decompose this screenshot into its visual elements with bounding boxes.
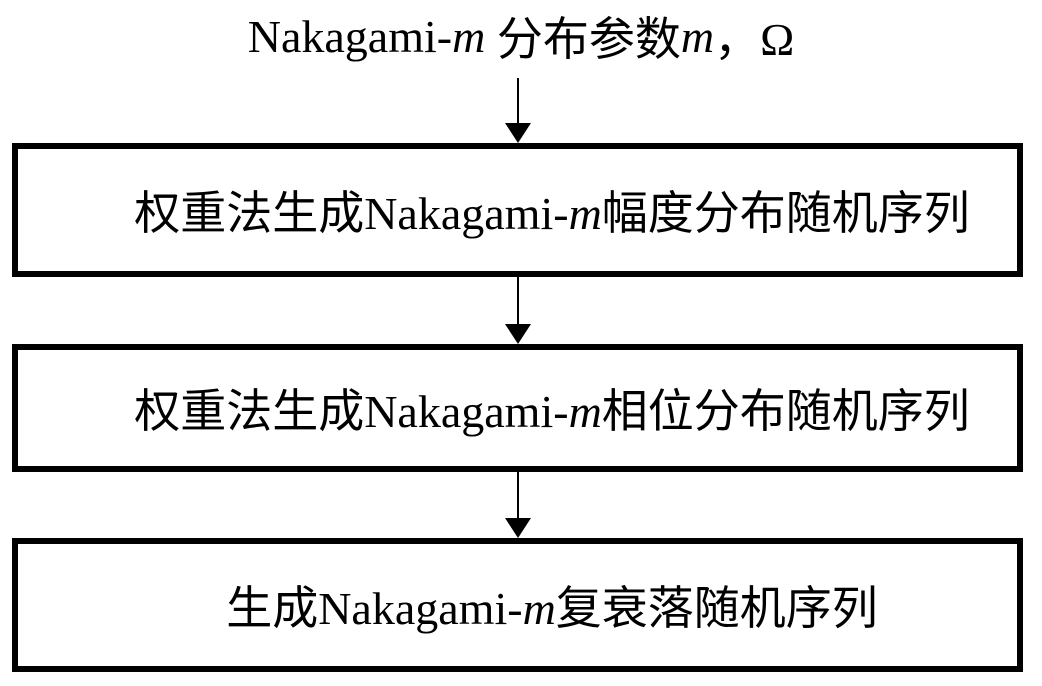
flow-arrow-2 [505, 277, 531, 344]
step3-latin-text: Nakagami- [318, 583, 523, 634]
title-latin-text: Nakagami- [247, 10, 453, 62]
step3-variable-m: m [522, 583, 556, 634]
flow-arrow-1 [505, 78, 531, 143]
step1-pre-text: 权重法生成 [134, 188, 365, 239]
step1-post-text: 幅度分布随机序列 [601, 188, 970, 239]
arrowhead-down-icon [505, 518, 531, 538]
title-variable-m1: m [452, 10, 486, 62]
arrowhead-down-icon [505, 324, 531, 344]
flow-step-phase-label: 权重法生成Nakagami-m相位分布随机序列 [65, 322, 970, 494]
arrow-stem [517, 472, 519, 521]
title-tail-text: ，Ω [714, 14, 795, 65]
flow-step-amplitude-box: 权重法生成Nakagami-m幅度分布随机序列 [12, 143, 1023, 277]
arrow-stem [517, 78, 519, 126]
title-cjk-text: 分布参数 [485, 14, 681, 65]
step2-post-text: 相位分布随机序列 [601, 386, 970, 437]
flow-step-complex-fading-box: 生成Nakagami-m复衰落随机序列 [12, 538, 1023, 672]
arrowhead-down-icon [505, 123, 531, 143]
step3-pre-text: 生成 [226, 583, 319, 634]
step2-variable-m: m [568, 386, 602, 437]
flow-step-complex-fading-label: 生成Nakagami-m复衰落随机序列 [157, 519, 878, 686]
step1-latin-text: Nakagami- [364, 188, 569, 239]
flow-arrow-3 [505, 472, 531, 538]
title-variable-m2: m [680, 10, 715, 62]
step1-variable-m: m [568, 188, 602, 239]
flow-step-amplitude-label: 权重法生成Nakagami-m幅度分布随机序列 [65, 124, 970, 296]
step2-pre-text: 权重法生成 [134, 386, 365, 437]
arrow-stem [517, 277, 519, 327]
step3-post-text: 复衰落随机序列 [555, 583, 878, 634]
step2-latin-text: Nakagami- [364, 386, 569, 437]
flow-step-phase-box: 权重法生成Nakagami-m相位分布随机序列 [12, 344, 1023, 472]
